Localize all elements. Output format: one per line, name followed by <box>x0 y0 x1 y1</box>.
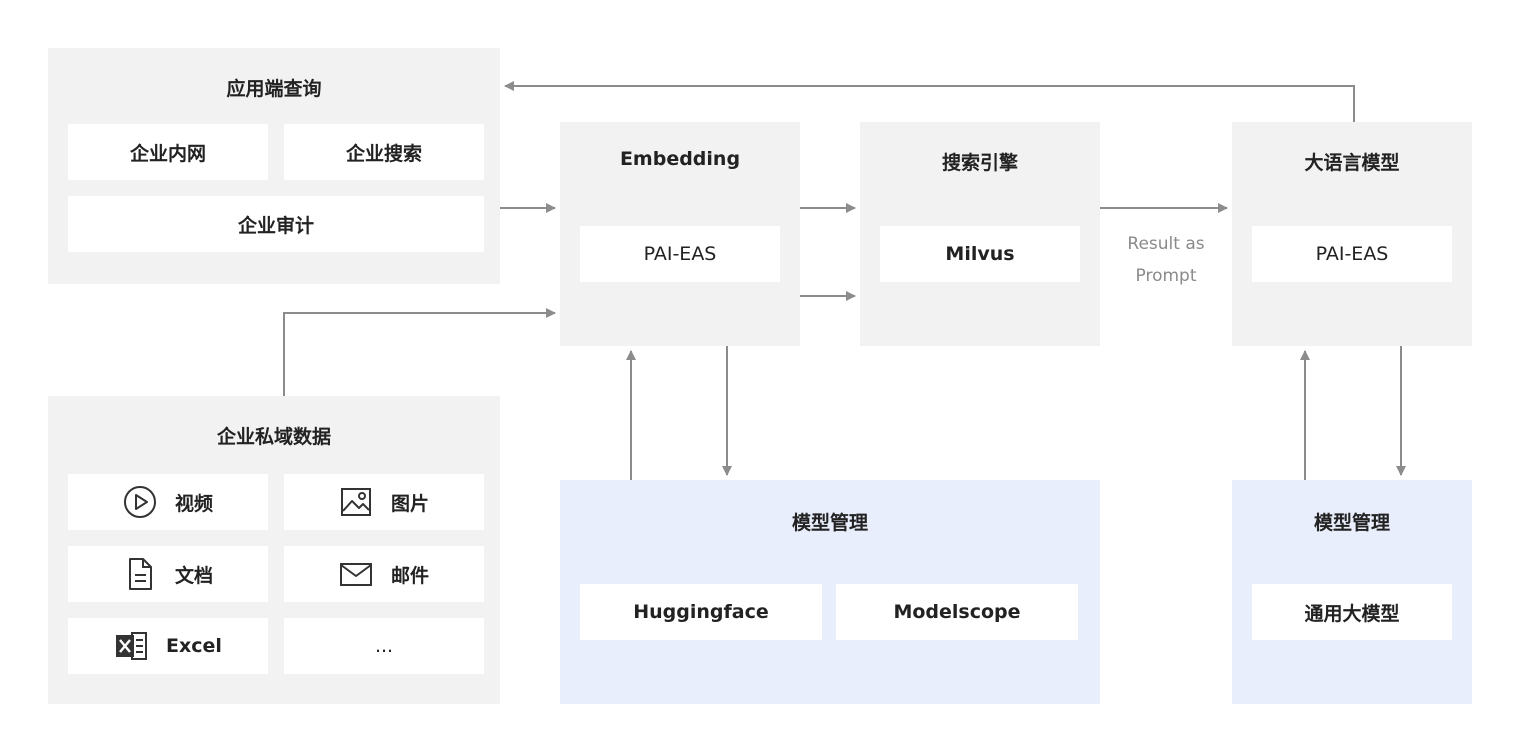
model-source-huggingface: Huggingface <box>580 584 822 640</box>
model-source-modelscope: Modelscope <box>836 584 1078 640</box>
result-as-prompt-label: Result as Prompt <box>1106 228 1226 292</box>
data-item-label: 视频 <box>174 492 213 515</box>
data-item-excel: Excel <box>68 618 268 674</box>
private-data-panel: 企业私域数据 视频 图片 文档 邮件 Excel ... <box>48 396 500 704</box>
search-engine-panel: 搜索引擎 Milvus <box>860 122 1100 346</box>
llm-title: 大语言模型 <box>1304 152 1400 174</box>
search-engine-service: Milvus <box>880 226 1080 282</box>
data-item-label: 文档 <box>174 564 213 587</box>
search-engine-title: 搜索引擎 <box>941 152 1018 174</box>
query-item-intranet: 企业内网 <box>68 124 268 180</box>
model-management-left-title: 模型管理 <box>791 512 868 534</box>
play-circle-icon <box>123 485 157 519</box>
edge-label-line1: Result as <box>1127 234 1205 254</box>
image-icon <box>339 485 373 519</box>
model-management-right-panel: 模型管理 通用大模型 <box>1232 480 1472 704</box>
data-item-label: Excel <box>166 635 222 657</box>
model-management-right-title: 模型管理 <box>1313 512 1390 534</box>
data-item-label: 图片 <box>390 492 429 515</box>
private-data-panel-title: 企业私域数据 <box>216 426 331 448</box>
edge-label-line2: Prompt <box>1135 266 1197 286</box>
arrow-llm-to-query <box>504 81 1355 122</box>
data-item-label: 邮件 <box>390 564 429 587</box>
document-icon <box>123 557 157 591</box>
query-item-search: 企业搜索 <box>284 124 484 180</box>
data-item-image: 图片 <box>284 474 484 530</box>
general-large-model: 通用大模型 <box>1252 584 1452 640</box>
embedding-service: PAI-EAS <box>580 226 780 282</box>
llm-service: PAI-EAS <box>1252 226 1452 282</box>
excel-icon <box>114 629 148 663</box>
model-management-left-panel: 模型管理 Huggingface Modelscope <box>560 480 1100 704</box>
data-item-video: 视频 <box>68 474 268 530</box>
query-item-audit: 企业审计 <box>68 196 484 252</box>
data-item-more: ... <box>284 618 484 674</box>
embedding-panel: Embedding PAI-EAS <box>560 122 800 346</box>
data-item-document: 文档 <box>68 546 268 602</box>
mail-icon <box>339 557 373 591</box>
llm-panel: 大语言模型 PAI-EAS <box>1232 122 1472 346</box>
data-item-mail: 邮件 <box>284 546 484 602</box>
embedding-title: Embedding <box>619 148 741 170</box>
arrow-data-to-embedding <box>283 308 556 396</box>
query-panel: 应用端查询 企业内网 企业搜索 企业审计 <box>48 48 500 284</box>
query-panel-title: 应用端查询 <box>226 78 322 100</box>
